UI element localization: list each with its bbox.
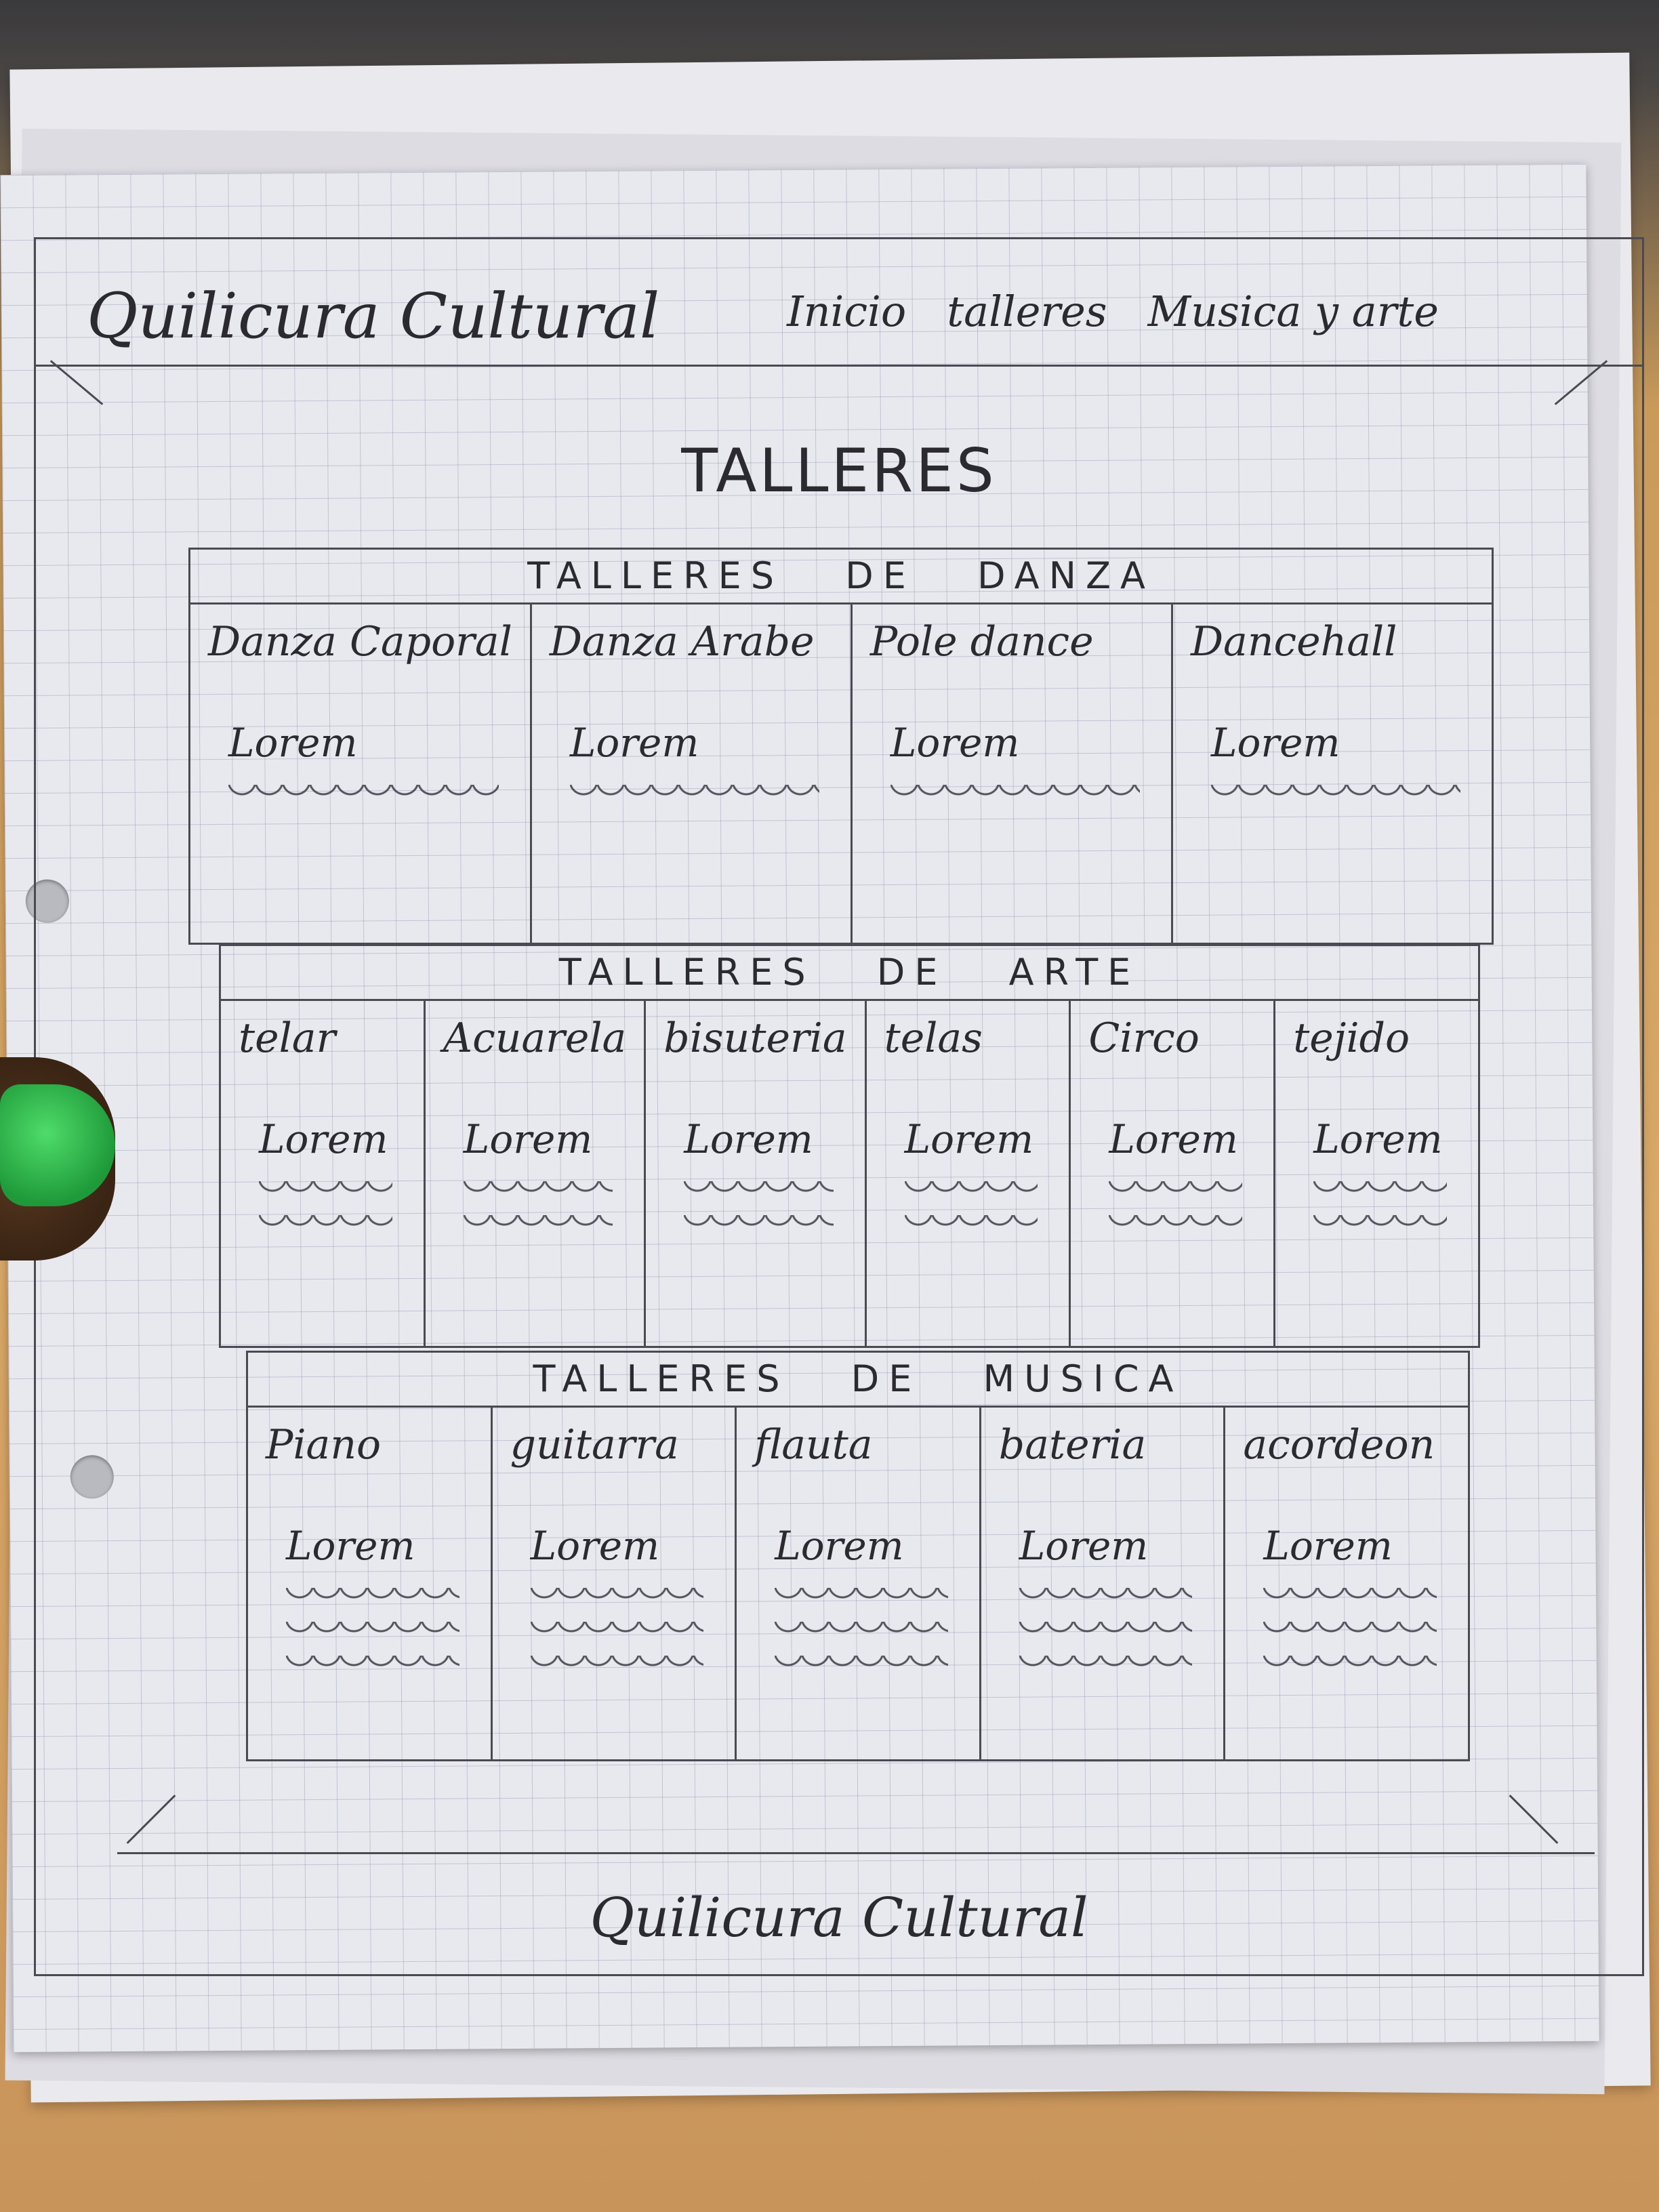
placeholder-text-line bbox=[1019, 1588, 1193, 1603]
card-text: Lorem bbox=[286, 1523, 415, 1569]
main-nav: Inicio talleres Musica y arte bbox=[787, 287, 1439, 336]
section-danza: TALLERES DE DANZA Danza Caporal Lorem Da… bbox=[188, 548, 1494, 945]
placeholder-text-line bbox=[259, 1215, 392, 1230]
card-title: guitarra bbox=[510, 1421, 679, 1469]
section-title: TALLERES DE ARTE bbox=[221, 946, 1478, 1001]
section-title: TALLERES DE DANZA bbox=[190, 550, 1492, 605]
placeholder-text-line bbox=[775, 1656, 948, 1671]
card-text: Lorem bbox=[259, 1116, 388, 1162]
card-title: telar bbox=[239, 1015, 336, 1062]
corner-mark bbox=[49, 360, 104, 405]
card-bisuteria[interactable]: bisuteria Lorem bbox=[646, 1001, 867, 1346]
card-text: Lorem bbox=[1210, 720, 1340, 766]
card-text: Lorem bbox=[463, 1116, 593, 1162]
card-dancehall[interactable]: Dancehall Lorem bbox=[1173, 605, 1492, 943]
card-text: Lorem bbox=[530, 1523, 660, 1569]
placeholder-text-line bbox=[569, 785, 819, 800]
card-tejido[interactable]: tejido Lorem bbox=[1275, 1001, 1478, 1346]
card-title: Circo bbox=[1088, 1015, 1200, 1062]
card-text: Lorem bbox=[1313, 1116, 1443, 1162]
section-musica: TALLERES DE MUSICA Piano Lorem guitarra … bbox=[246, 1351, 1470, 1761]
card-title: flauta bbox=[754, 1421, 873, 1469]
card-text: Lorem bbox=[904, 1116, 1034, 1162]
placeholder-text-line bbox=[463, 1181, 613, 1196]
card-piano[interactable]: Piano Lorem bbox=[248, 1408, 493, 1759]
placeholder-text-line bbox=[904, 1215, 1038, 1230]
card-title: bisuteria bbox=[663, 1015, 847, 1062]
card-circo[interactable]: Circo Lorem bbox=[1071, 1001, 1276, 1346]
footer-logo: Quilicura Cultural bbox=[590, 1886, 1088, 1949]
card-text: Lorem bbox=[1019, 1523, 1149, 1569]
site-logo[interactable]: Quilicura Cultural bbox=[87, 280, 660, 352]
card-title: Danza Caporal bbox=[208, 618, 512, 665]
card-text: Lorem bbox=[228, 720, 358, 766]
nav-musica-arte[interactable]: Musica y arte bbox=[1147, 287, 1439, 336]
placeholder-text-line bbox=[890, 785, 1140, 800]
placeholder-text-line bbox=[286, 1622, 459, 1637]
card-title: acordeon bbox=[1243, 1421, 1435, 1469]
card-title: Acuarela bbox=[443, 1015, 627, 1062]
nav-talleres[interactable]: talleres bbox=[947, 287, 1107, 336]
placeholder-text-line bbox=[530, 1588, 704, 1603]
page-title: TALLERES bbox=[681, 436, 997, 506]
card-danza-arabe[interactable]: Danza Arabe Lorem bbox=[532, 605, 853, 943]
placeholder-text-line bbox=[1263, 1588, 1437, 1603]
placeholder-text-line bbox=[530, 1656, 704, 1671]
corner-mark bbox=[1509, 1795, 1559, 1844]
placeholder-text-line bbox=[1210, 785, 1461, 800]
placeholder-text-line bbox=[228, 785, 499, 800]
wireframe-page: Quilicura Cultural Inicio talleres Music… bbox=[34, 237, 1644, 1976]
placeholder-text-line bbox=[1263, 1656, 1437, 1671]
footer-divider bbox=[117, 1852, 1595, 1854]
card-guitarra[interactable]: guitarra Lorem bbox=[493, 1408, 737, 1759]
card-text: Lorem bbox=[1109, 1116, 1238, 1162]
placeholder-text-line bbox=[1109, 1181, 1243, 1196]
card-title: Danza Arabe bbox=[549, 618, 815, 665]
card-text: Lorem bbox=[890, 720, 1020, 766]
placeholder-text-line bbox=[1019, 1656, 1193, 1671]
card-title: Pole dance bbox=[869, 618, 1094, 665]
card-telas[interactable]: telas Lorem bbox=[867, 1001, 1071, 1346]
card-title: Piano bbox=[266, 1421, 382, 1469]
card-pole-dance[interactable]: Pole dance Lorem bbox=[853, 605, 1173, 943]
card-title: tejido bbox=[1293, 1015, 1410, 1062]
placeholder-text-line bbox=[1019, 1622, 1193, 1637]
painted-nail bbox=[0, 1084, 115, 1206]
card-bateria[interactable]: bateria Lorem bbox=[981, 1408, 1226, 1759]
card-text: Lorem bbox=[775, 1523, 904, 1569]
placeholder-text-line bbox=[1263, 1622, 1437, 1637]
placeholder-text-line bbox=[286, 1656, 459, 1671]
header-divider bbox=[36, 365, 1642, 367]
card-danza-caporal[interactable]: Danza Caporal Lorem bbox=[190, 605, 532, 943]
card-text: Lorem bbox=[569, 720, 699, 766]
card-text: Lorem bbox=[684, 1116, 813, 1162]
placeholder-text-line bbox=[1313, 1215, 1447, 1230]
corner-mark bbox=[126, 1795, 176, 1844]
card-text: Lorem bbox=[1263, 1523, 1393, 1569]
nav-inicio[interactable]: Inicio bbox=[787, 287, 907, 336]
placeholder-text-line bbox=[463, 1215, 613, 1230]
placeholder-text-line bbox=[684, 1215, 834, 1230]
card-telar[interactable]: telar Lorem bbox=[221, 1001, 426, 1346]
placeholder-text-line bbox=[286, 1588, 459, 1603]
placeholder-text-line bbox=[259, 1181, 392, 1196]
card-title: Dancehall bbox=[1190, 618, 1397, 665]
card-flauta[interactable]: flauta Lorem bbox=[737, 1408, 981, 1759]
placeholder-text-line bbox=[775, 1588, 948, 1603]
card-title: bateria bbox=[998, 1421, 1147, 1469]
placeholder-text-line bbox=[904, 1181, 1038, 1196]
placeholder-text-line bbox=[684, 1181, 834, 1196]
placeholder-text-line bbox=[530, 1622, 704, 1637]
card-acuarela[interactable]: Acuarela Lorem bbox=[426, 1001, 647, 1346]
placeholder-text-line bbox=[775, 1622, 948, 1637]
card-title: telas bbox=[884, 1015, 983, 1062]
card-acordeon[interactable]: acordeon Lorem bbox=[1225, 1408, 1468, 1759]
section-arte: TALLERES DE ARTE telar Lorem Acuarela Lo… bbox=[219, 944, 1480, 1348]
placeholder-text-line bbox=[1109, 1215, 1243, 1230]
placeholder-text-line bbox=[1313, 1181, 1447, 1196]
corner-mark bbox=[1554, 360, 1608, 405]
section-title: TALLERES DE MUSICA bbox=[248, 1353, 1468, 1408]
